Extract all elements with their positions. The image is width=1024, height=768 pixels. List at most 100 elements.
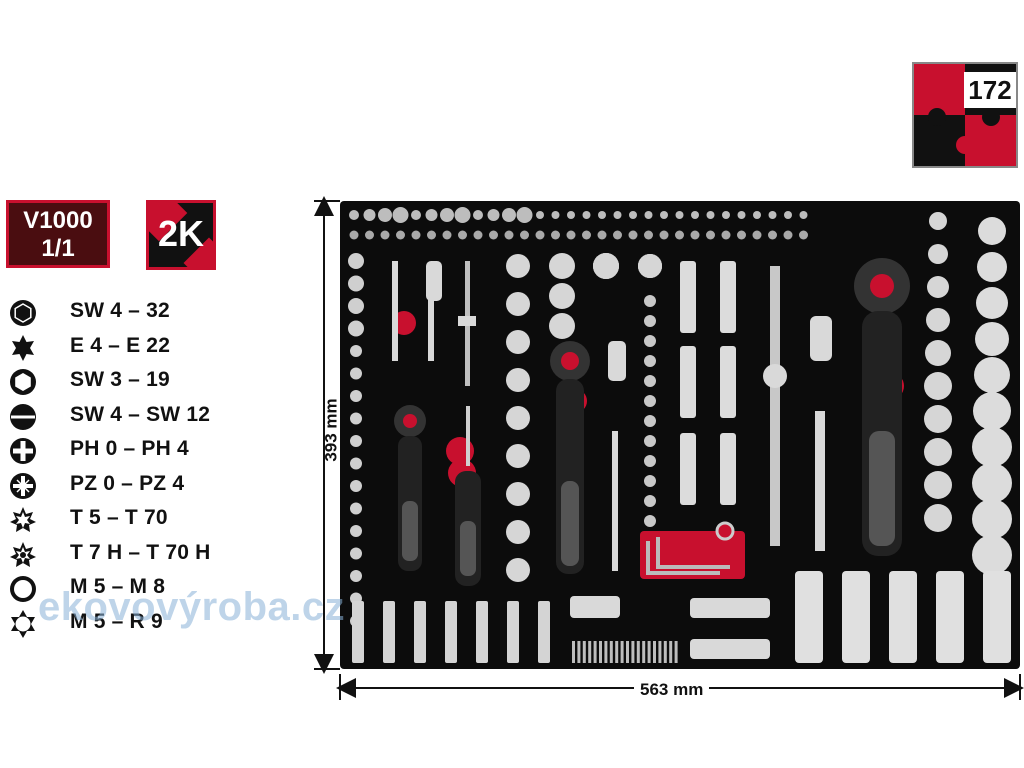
torx-bit-icon (10, 507, 36, 532)
bit-socket (644, 211, 653, 219)
legend-item: T 7 H – T 70 H (6, 538, 226, 573)
bit-socket (752, 230, 762, 240)
spline-bit-icon (10, 576, 36, 602)
puzzle-knob (982, 108, 1000, 126)
legend-item: SW 3 – 19 (6, 365, 226, 400)
bit-socket (427, 230, 436, 240)
deep-socket (889, 571, 917, 663)
small-socket (348, 275, 364, 292)
deep-socket (445, 601, 457, 663)
socket (506, 520, 530, 544)
extension-bar (612, 431, 618, 571)
mini-bit-strip (572, 641, 678, 663)
deep-socket (720, 433, 736, 505)
bit-socket (502, 208, 516, 222)
mini-bit (674, 641, 678, 663)
ribe-bit-icon (11, 609, 35, 638)
deep-socket (842, 571, 870, 663)
mini-bit (620, 641, 624, 663)
deep-socket-row-small (352, 601, 550, 663)
small-socket (644, 395, 656, 407)
bit-socket (675, 211, 684, 219)
bit-socket (737, 211, 746, 219)
legend-label: SW 4 – 32 (70, 299, 170, 322)
bit-socket (392, 207, 409, 223)
ratchet-medium (550, 341, 590, 574)
legend-label: M 5 – M 8 (70, 575, 166, 598)
small-socket (644, 335, 656, 347)
slotted-bit-icon (10, 403, 36, 430)
legend-item: PH 0 – PH 4 (6, 434, 226, 469)
torx-tamper-bit-icon (10, 541, 36, 567)
small-socket (350, 367, 362, 380)
small-socket (644, 355, 656, 367)
small-socket (350, 390, 362, 402)
puzzle-knob (928, 108, 946, 126)
legend-label: PH 0 – PH 4 (70, 437, 189, 460)
socket (924, 372, 952, 400)
mini-bit (577, 641, 581, 663)
socket (973, 392, 1011, 430)
bit-socket (551, 230, 560, 240)
bit-socket (690, 230, 700, 240)
mini-bit (615, 641, 619, 663)
bit-socket (536, 211, 544, 219)
bit-socket (784, 211, 792, 219)
extension-bar (392, 261, 398, 361)
ratchet-large (854, 258, 910, 556)
model-badge: V1000 1/1 (6, 200, 110, 268)
small-socket (644, 375, 656, 387)
bit-socket (737, 230, 746, 240)
bit-socket (489, 230, 498, 240)
small-socket (350, 570, 362, 582)
extension-bar (428, 281, 434, 361)
socket (972, 427, 1012, 467)
bit-socket (629, 211, 637, 219)
legend-label: T 5 – T 70 (70, 506, 168, 529)
t-bar-head (458, 316, 476, 326)
legend-label: PZ 0 – PZ 4 (70, 471, 185, 495)
extension-bar (815, 411, 825, 551)
socket (549, 283, 575, 309)
mini-bit (626, 641, 629, 663)
bit-socket (706, 211, 715, 219)
socket (924, 471, 952, 499)
small-socket (715, 521, 735, 541)
bit-socket (535, 230, 545, 240)
small-socket (644, 435, 656, 447)
hex-key-set (656, 537, 730, 569)
bit-socket (440, 208, 454, 222)
small-socket (348, 320, 364, 337)
bit-socket (768, 211, 777, 219)
piece-count-badge: 172 (912, 62, 1018, 168)
u-joint (608, 341, 626, 381)
bit-socket (582, 211, 591, 219)
socket (972, 499, 1012, 539)
bit-socket (473, 210, 483, 220)
u-joint (426, 261, 442, 301)
spark-plug-socket (570, 596, 620, 618)
legend-label: M 5 – R 9 (70, 609, 163, 633)
foam-type-badge: 2K (146, 200, 216, 270)
socket (924, 438, 952, 466)
height-dimension: 393 mm (321, 398, 341, 462)
tool-tray (340, 201, 1020, 669)
deep-socket (352, 601, 364, 663)
legend-item: SW 4 – 32 (6, 296, 226, 331)
small-socket-column (348, 253, 364, 627)
socket (549, 253, 575, 279)
small-socket (348, 253, 364, 269)
bit-socket (425, 209, 438, 221)
small-socket (644, 475, 656, 487)
deep-socket (720, 261, 736, 333)
bit-socket (799, 230, 808, 240)
bit-socket (520, 230, 529, 240)
mini-bit (599, 641, 602, 663)
socket (593, 253, 619, 279)
pozidriv-bit-icon (10, 472, 36, 499)
small-socket (350, 435, 362, 447)
bit-socket (365, 230, 374, 240)
puzzle-knob (956, 136, 974, 154)
mini-bit (572, 641, 575, 663)
small-socket (644, 495, 656, 507)
